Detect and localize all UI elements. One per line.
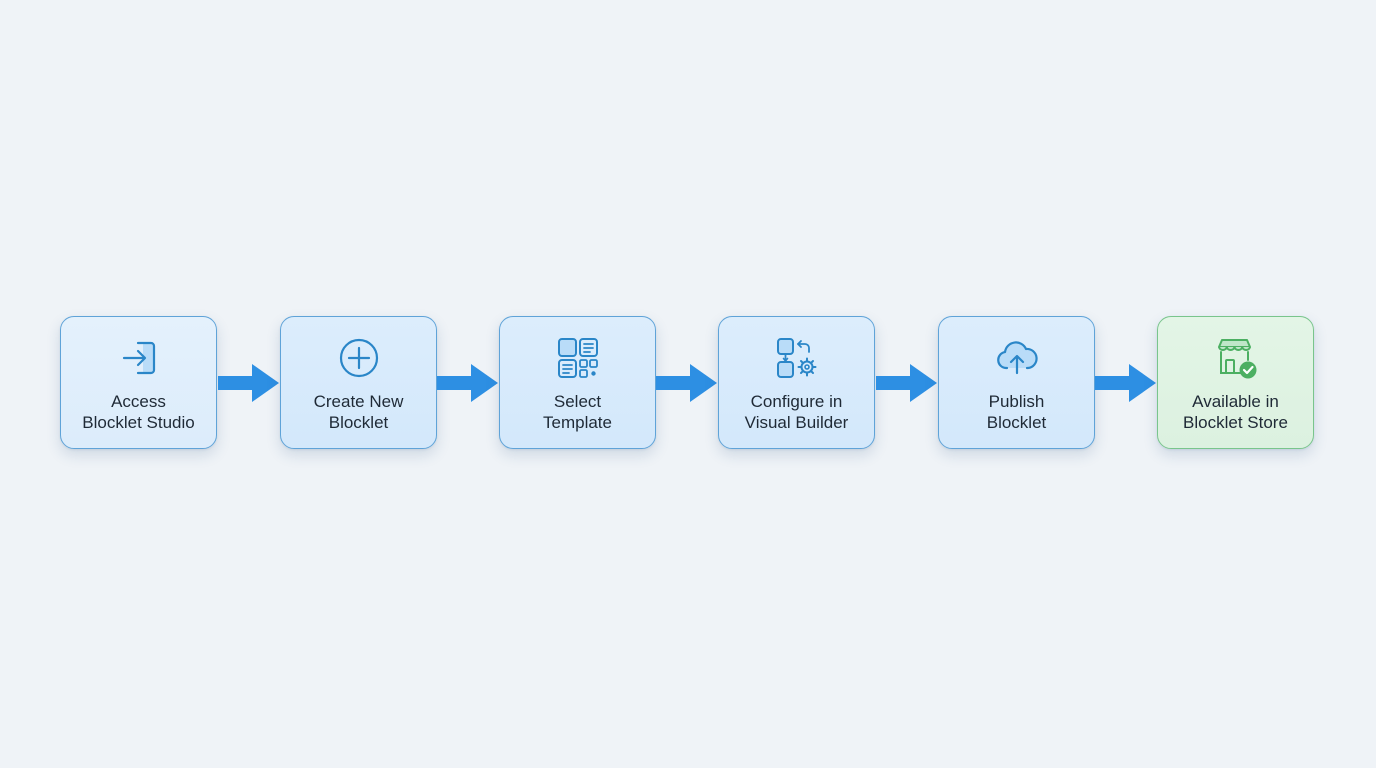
flow-arrow: [1095, 363, 1157, 403]
step-label-line2: Blocklet Store: [1183, 413, 1288, 432]
step-label-line1: Access: [111, 392, 166, 411]
step-configure-in-visual-builder[interactable]: Configure in Visual Builder: [718, 316, 875, 449]
step-label-line1: Available in: [1192, 392, 1279, 411]
step-create-new-blocklet[interactable]: Create New Blocklet: [280, 316, 437, 449]
step-label-line1: Select: [553, 392, 602, 411]
step-label-line2: Blocklet Studio: [82, 413, 195, 432]
step-label-line2: Blocklet: [328, 413, 389, 432]
step-label-line2: Blocklet: [986, 413, 1047, 432]
cloud-upload-icon: [994, 335, 1040, 381]
step-label-line1: Configure in: [750, 392, 843, 411]
step-label-line1: Publish: [988, 392, 1045, 411]
step-select-template[interactable]: Select Template: [499, 316, 656, 449]
step-available-in-blocklet-store[interactable]: Available in Blocklet Store: [1157, 316, 1314, 449]
builder-config-icon: [774, 335, 820, 381]
step-label: Available in Blocklet Store: [1161, 391, 1311, 433]
step-label: Create New Blocklet: [284, 391, 434, 433]
flow-arrow: [876, 363, 938, 403]
flow-arrow: [437, 363, 499, 403]
step-label-line2: Template: [543, 413, 612, 432]
step-label: Publish Blocklet: [942, 391, 1092, 433]
flow-arrow: [218, 363, 280, 403]
step-label-line1: Create New: [313, 392, 404, 411]
template-grid-icon: [555, 335, 601, 381]
step-label-line2: Visual Builder: [744, 413, 849, 432]
plus-circle-icon: [336, 335, 382, 381]
sign-in-icon: [116, 335, 162, 381]
step-label: Access Blocklet Studio: [64, 391, 214, 433]
step-label: Configure in Visual Builder: [722, 391, 872, 433]
step-access-blocklet-studio[interactable]: Access Blocklet Studio: [60, 316, 217, 449]
store-check-icon: [1213, 335, 1259, 381]
step-label: Select Template: [503, 391, 653, 433]
step-publish-blocklet[interactable]: Publish Blocklet: [938, 316, 1095, 449]
flow-arrow: [656, 363, 718, 403]
